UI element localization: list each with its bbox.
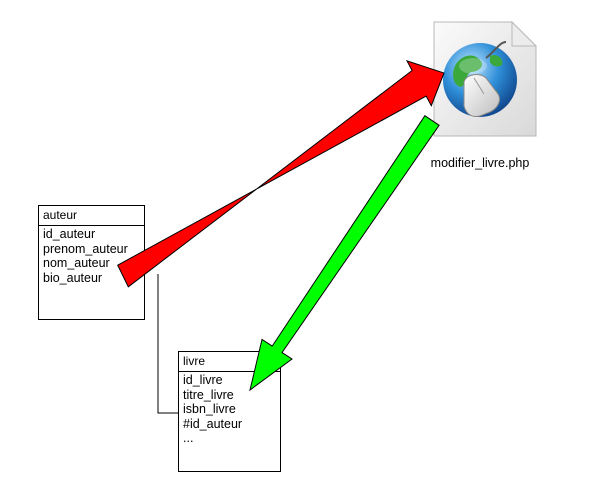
file-name-label[interactable]: modifier_livre.php — [430, 156, 530, 170]
livre-field-more: ... — [183, 431, 194, 445]
auteur-table: auteur id_auteur prenom_auteur nom_auteu… — [38, 205, 145, 320]
livre-field-isbn: isbn_livre — [183, 402, 236, 416]
livre-field-id-auteur: #id_auteur — [183, 416, 243, 431]
livre-field-titre: titre_livre — [183, 387, 234, 402]
php-file-globe-mouse-icon[interactable] — [428, 20, 540, 138]
relation-line — [157, 274, 180, 414]
auteur-field-bio: bio_auteur — [43, 270, 103, 285]
auteur-field-prenom: prenom_auteur — [43, 241, 128, 256]
livre-table: livre id_livre titre_livre isbn_livre #i… — [178, 351, 281, 472]
auteur-field-nom: nom_auteur — [43, 256, 110, 270]
auteur-table-title: auteur — [39, 206, 144, 226]
livre-table-title: livre — [179, 352, 280, 372]
auteur-field-id: id_auteur — [43, 227, 96, 241]
livre-field-id: id_livre — [183, 373, 223, 387]
